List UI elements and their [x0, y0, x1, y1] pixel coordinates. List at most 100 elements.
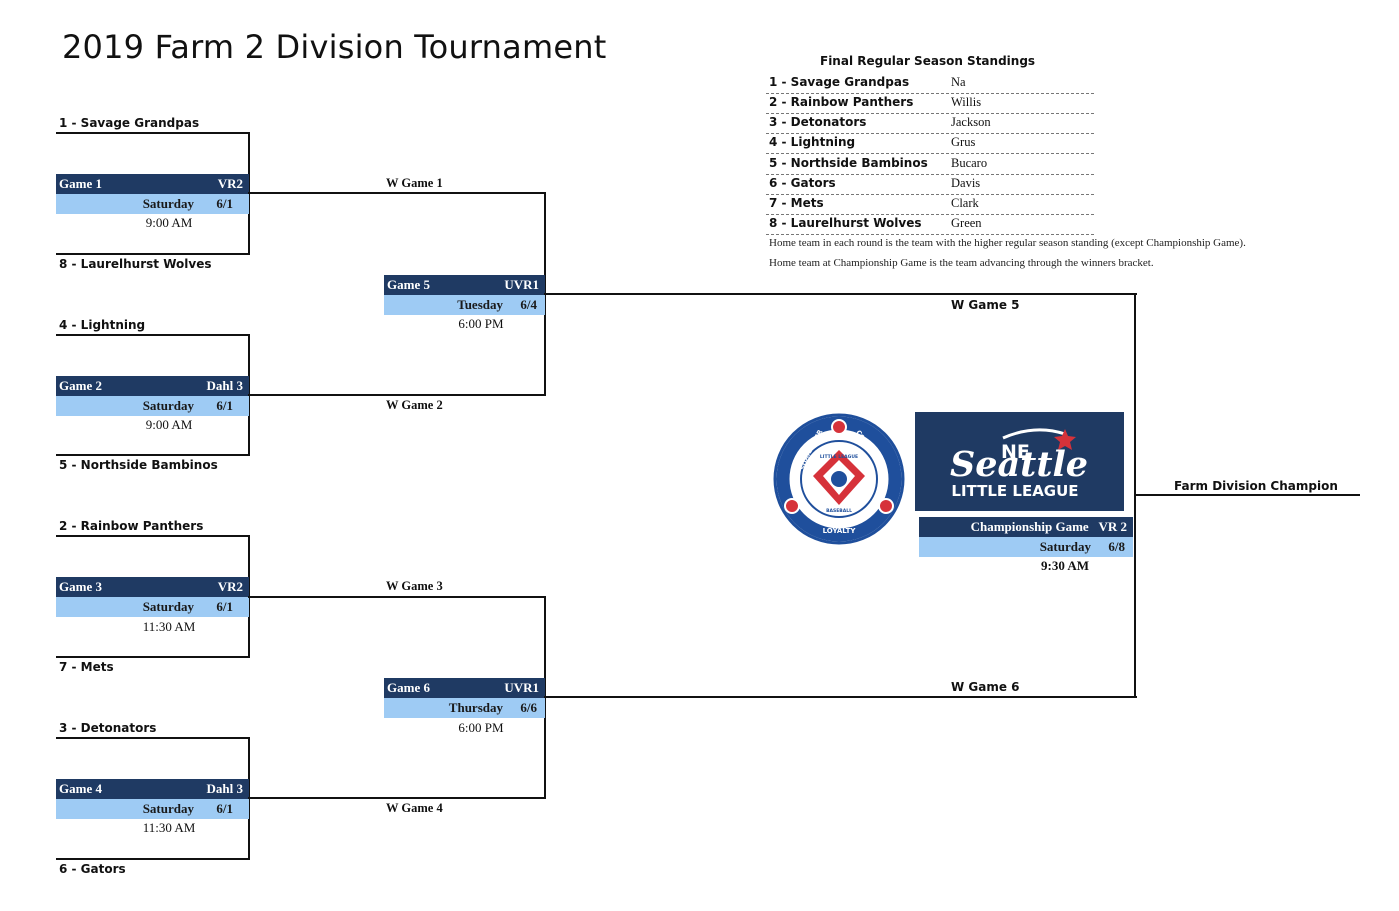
standings-manager: Bucaro: [951, 156, 988, 170]
game-1-date: Saturday 6/1: [56, 194, 249, 214]
winner-label: W Game 6: [951, 680, 1020, 694]
standings-manager: Na: [951, 75, 966, 89]
standings-team: 2 - Rainbow Panthers: [769, 95, 914, 109]
seal-inner-text: LITTLE LEAGUE: [820, 454, 858, 460]
ne-seattle-little-league-logo: NE Seattle LITTLE LEAGUE: [915, 412, 1124, 511]
seal-dot: [784, 498, 800, 514]
bracket-line: [544, 696, 1137, 698]
seal-dot: [878, 498, 894, 514]
game-date: 6/1: [216, 196, 233, 211]
game-field: Dahl 3: [206, 781, 243, 796]
game-6-header: Game 6 UVR1: [384, 678, 545, 698]
page-title: 2019 Farm 2 Division Tournament: [62, 28, 607, 66]
standings-row: 7 - Mets Clark: [766, 195, 1094, 215]
game-time: 9:30 AM: [1040, 558, 1090, 573]
swoosh-line: [1002, 428, 1066, 440]
winner-label: W Game 3: [386, 579, 443, 593]
game-4-header: Game 4 Dahl 3: [56, 779, 249, 799]
championship-header: Championship Game VR 2: [919, 517, 1133, 537]
game-time: 11:30 AM: [142, 619, 196, 634]
standings-note: Home team in each round is the team with…: [769, 237, 1246, 249]
bracket-line: [56, 334, 250, 336]
game-field: VR2: [217, 176, 243, 191]
game-time: 9:00 AM: [145, 215, 193, 230]
bracket-line: [56, 454, 250, 456]
standings-row: 3 - Detonators Jackson: [766, 114, 1094, 134]
standings-title: Final Regular Season Standings: [820, 54, 1036, 68]
game-1-header: Game 1 VR2: [56, 174, 249, 194]
game-date: 6/8: [1108, 539, 1125, 554]
team-seed-8: 8 - Laurelhurst Wolves: [59, 257, 212, 271]
winner-label: W Game 5: [951, 298, 1020, 312]
game-3-date: Saturday 6/1: [56, 597, 249, 617]
team-seed-1: 1 - Savage Grandpas: [59, 116, 200, 130]
game-day: Saturday: [142, 599, 194, 614]
game-field: Dahl 3: [206, 378, 243, 393]
game-4-date: Saturday 6/1: [56, 799, 249, 819]
standings-row: 1 - Savage Grandpas Na: [766, 74, 1094, 94]
game-time: 9:00 AM: [145, 417, 193, 432]
game-day: Saturday: [1039, 539, 1091, 554]
standings-row: 4 - Lightning Grus: [766, 134, 1094, 154]
game-date: 6/1: [216, 599, 233, 614]
seal-word-loyalty: LOYALTY: [823, 527, 857, 535]
game-date: 6/1: [216, 801, 233, 816]
seal-dot: [831, 419, 847, 435]
game-date: 6/6: [520, 700, 537, 715]
bracket-line: [248, 797, 546, 799]
bracket-line: [56, 656, 250, 658]
game-time: 11:30 AM: [142, 820, 196, 835]
winner-label: W Game 2: [386, 398, 443, 412]
game-day: Saturday: [142, 196, 194, 211]
team-seed-7: 7 - Mets: [59, 660, 114, 674]
standings-row: 5 - Northside Bambinos Bucaro: [766, 155, 1094, 175]
little-league-baseball-seal: CHARACTER COURAGE LOYALTY LITTLE LEAGUE …: [772, 412, 906, 546]
bracket-line: [544, 293, 1137, 295]
seattle-text: Seattle: [950, 444, 1088, 485]
team-seed-5: 5 - Northside Bambinos: [59, 458, 218, 472]
standings-manager: Willis: [951, 95, 982, 109]
team-seed-4: 4 - Lightning: [59, 318, 146, 332]
standings-team: 4 - Lightning: [769, 135, 856, 149]
game-field: UVR1: [504, 277, 539, 292]
bracket-line: [248, 596, 546, 598]
bracket-line: [56, 535, 250, 537]
standings-team: 7 - Mets: [769, 196, 824, 210]
team-seed-2: 2 - Rainbow Panthers: [59, 519, 204, 533]
game-2-header: Game 2 Dahl 3: [56, 376, 249, 396]
standings-team: 1 - Savage Grandpas: [769, 75, 910, 89]
game-number: Game 4: [59, 781, 102, 796]
game-6-date: Thursday 6/6: [384, 698, 545, 718]
standings-team: 6 - Gators: [769, 176, 836, 190]
game-3-header: Game 3 VR2: [56, 577, 249, 597]
game-date: 6/1: [216, 398, 233, 413]
game-2-date: Saturday 6/1: [56, 396, 249, 416]
bracket-line: [1134, 494, 1360, 496]
game-field: VR 2: [1098, 519, 1127, 534]
game-day: Saturday: [142, 398, 194, 413]
game-day: Tuesday: [457, 297, 503, 312]
champion-label: Farm Division Champion: [1174, 479, 1338, 493]
bracket-line: [56, 858, 250, 860]
game-day: Thursday: [448, 700, 503, 715]
ne-seattle-logo-art: NE Seattle LITTLE LEAGUE: [950, 428, 1088, 500]
little-league-seal-art: CHARACTER COURAGE LOYALTY LITTLE LEAGUE …: [773, 413, 905, 545]
standings-manager: Grus: [951, 135, 976, 149]
winner-label: W Game 4: [386, 801, 443, 815]
seal-inner-text-2: BASEBALL: [826, 508, 852, 514]
team-seed-3: 3 - Detonators: [59, 721, 157, 735]
bracket-line: [56, 132, 250, 134]
game-date: 6/4: [520, 297, 537, 312]
game-number: Game 3: [59, 579, 102, 594]
game-number: Game 5: [387, 277, 430, 292]
standings-row: 2 - Rainbow Panthers Willis: [766, 94, 1094, 114]
game-number: Championship Game: [970, 519, 1089, 534]
game-number: Game 6: [387, 680, 430, 695]
standings-manager: Davis: [951, 176, 981, 190]
standings-manager: Green: [951, 216, 982, 230]
standings-row: 6 - Gators Davis: [766, 175, 1094, 195]
standings-note: Home team at Championship Game is the te…: [769, 257, 1154, 269]
bracket-line: [56, 253, 250, 255]
championship-title: Championship Game VR 2: [971, 517, 1127, 537]
bracket-line: [248, 192, 546, 194]
